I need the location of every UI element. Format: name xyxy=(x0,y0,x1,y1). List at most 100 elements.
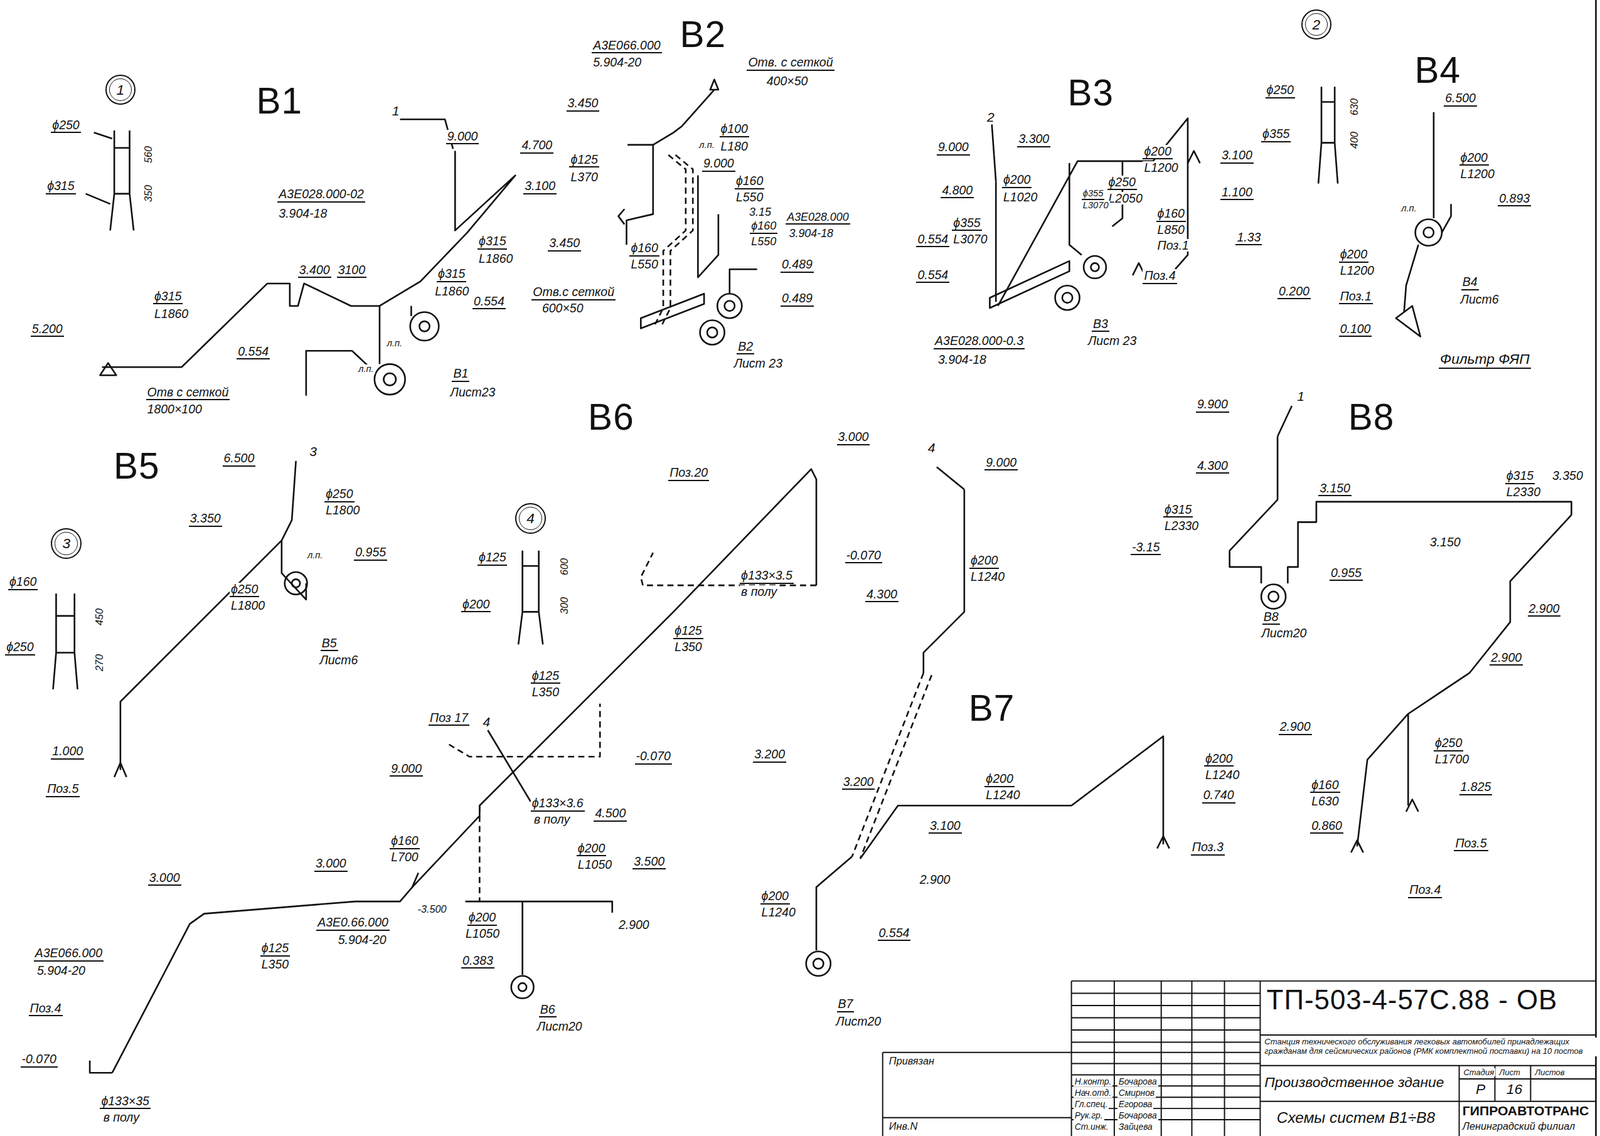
annotation-label: 4.300 xyxy=(1195,459,1230,474)
callout-number: 3 xyxy=(62,536,71,551)
annotation-label: L1200 xyxy=(1459,167,1496,181)
annotation-label: 600 xyxy=(559,557,570,577)
system-title: В7 xyxy=(967,688,1017,728)
callout-number: 1 xyxy=(116,82,125,98)
annotation-label: 3.904-18 xyxy=(936,353,988,366)
system-title: В2 xyxy=(678,15,728,54)
annotation-label: ϕ160 xyxy=(1156,207,1186,222)
annotation-label: 1.825 xyxy=(1459,780,1493,795)
annotation-label: L1200 xyxy=(1142,161,1179,174)
annotation-label: 3.350 xyxy=(1551,469,1585,482)
annotation-label: 560 xyxy=(143,144,154,165)
annotation-label: А3Е066.000 xyxy=(33,946,104,962)
callout-number: 4 xyxy=(526,511,535,526)
annotation-label: Отв с сеткой xyxy=(146,385,231,401)
annotation-label: L2330 xyxy=(1505,485,1542,499)
annotation-label: L1860 xyxy=(477,252,514,265)
annotation-label: 0.383 xyxy=(461,954,495,969)
annotation-label: 600×50 xyxy=(540,301,585,315)
annotation-label: А3Е028.000-0.3 xyxy=(933,334,1025,349)
title-block-text: Производственное здание xyxy=(1263,1075,1446,1091)
annotation-label: L370 xyxy=(569,170,599,184)
annotation-label: L2330 xyxy=(1163,519,1200,533)
annotation-label: ϕ315 xyxy=(477,234,507,250)
annotation-label: L550 xyxy=(629,257,659,271)
annotation-label: 2.900 xyxy=(617,918,651,932)
annotation-label: -0.070 xyxy=(20,1052,58,1068)
annotation-label: ϕ250 xyxy=(1433,736,1464,752)
annotation-label: ϕ160 xyxy=(8,575,38,590)
title-block-text: Станция технического обслуживания легков… xyxy=(1263,1037,1599,1057)
annotation-label: 4.500 xyxy=(593,806,627,822)
annotation-label: L1860 xyxy=(433,284,470,298)
annotation-label: 3.150 xyxy=(1318,481,1352,497)
system-title: В6 xyxy=(586,397,636,437)
annotation-label: в полу xyxy=(739,585,779,598)
annotation-label: 4 xyxy=(926,441,937,455)
title-block-text: 16 xyxy=(1505,1082,1524,1098)
annotation-label: ϕ250 xyxy=(229,582,260,598)
annotation-label: L700 xyxy=(389,850,420,864)
callout-circle: 1 xyxy=(105,74,137,106)
annotation-label: L1050 xyxy=(464,927,501,940)
annotation-label: Поз.3 xyxy=(1190,840,1225,856)
annotation-label: ϕ250 xyxy=(5,640,35,656)
annotation-label: л.п. xyxy=(697,140,716,150)
annotation-label: в полу xyxy=(532,813,571,826)
title-block-text: Р xyxy=(1474,1082,1487,1098)
annotation-label: ϕ200 xyxy=(576,842,607,857)
annotation-label: 3.000 xyxy=(837,430,871,445)
annotation-label: 630 xyxy=(1349,96,1360,117)
annotation-label: -0.070 xyxy=(845,549,883,564)
annotation-label: 1.100 xyxy=(1220,185,1254,201)
annotation-label: ϕ250 xyxy=(50,118,81,134)
annotation-label: ϕ160 xyxy=(389,834,420,849)
annotation-label: ϕ100 xyxy=(719,122,750,137)
annotation-label: L1240 xyxy=(760,906,797,919)
title-block-text: Рук.гр. xyxy=(1073,1111,1105,1121)
annotation-label: 3.100 xyxy=(523,179,557,194)
annotation-label: L180 xyxy=(719,139,750,153)
annotation-label: 1800×100 xyxy=(146,402,204,416)
annotation-label: 2.900 xyxy=(918,873,952,886)
title-block-text: Стадия xyxy=(1461,1068,1496,1078)
annotation-label: В4 xyxy=(1461,275,1479,290)
annotation-label: 3.15 xyxy=(747,206,773,219)
annotation-label: 3.904-18 xyxy=(787,227,835,240)
annotation-label: L350 xyxy=(260,958,290,971)
annotation-label: Поз.1 xyxy=(1338,289,1373,305)
annotation-label: ϕ200 xyxy=(1204,752,1234,767)
annotation-label: -3.500 xyxy=(416,904,448,915)
annotation-label: В1 xyxy=(451,367,470,382)
annotation-label: ϕ315 xyxy=(1163,503,1193,518)
annotation-label: 450 xyxy=(94,607,105,627)
system-title: В3 xyxy=(1066,73,1115,112)
annotation-label: Лист20 xyxy=(535,1020,584,1033)
annotation-label: 3.200 xyxy=(842,775,876,790)
title-block-text: Зайцева xyxy=(1117,1122,1154,1132)
title-block-text: Лист xyxy=(1497,1068,1521,1078)
annotation-label: ϕ315 xyxy=(1505,469,1535,484)
annotation-label: 0.554 xyxy=(916,232,950,248)
annotation-label: л.п. xyxy=(357,364,375,374)
annotation-label: Лист 23 xyxy=(1086,334,1138,347)
annotation-label: ϕ160 xyxy=(629,241,659,256)
annotation-label: 5.904-20 xyxy=(336,933,388,947)
title-block-text: Схемы систем В1÷В8 xyxy=(1275,1109,1437,1127)
annotation-label: 4 xyxy=(481,715,492,730)
annotation-label: ϕ160 xyxy=(1310,778,1340,794)
annotation-label: ϕ355 xyxy=(1081,188,1105,201)
annotation-label: Поз.5 xyxy=(1453,837,1488,852)
annotation-label: 4.300 xyxy=(865,587,899,603)
annotation-label: L1240 xyxy=(1204,768,1241,782)
annotation-label: ϕ133×3.6 xyxy=(530,796,585,812)
annotation-label: ϕ160 xyxy=(734,174,765,189)
annotation-label: L630 xyxy=(1310,794,1340,808)
annotation-label: L1860 xyxy=(153,307,190,320)
annotation-label: 2.900 xyxy=(1278,720,1312,735)
annotation-label: ϕ125 xyxy=(530,669,561,684)
title-block-text: Ст.инж. xyxy=(1073,1122,1110,1132)
annotation-label: 3.450 xyxy=(547,236,582,251)
title-block-text: Листов xyxy=(1533,1068,1566,1078)
annotation-label: 400 xyxy=(1349,130,1360,150)
